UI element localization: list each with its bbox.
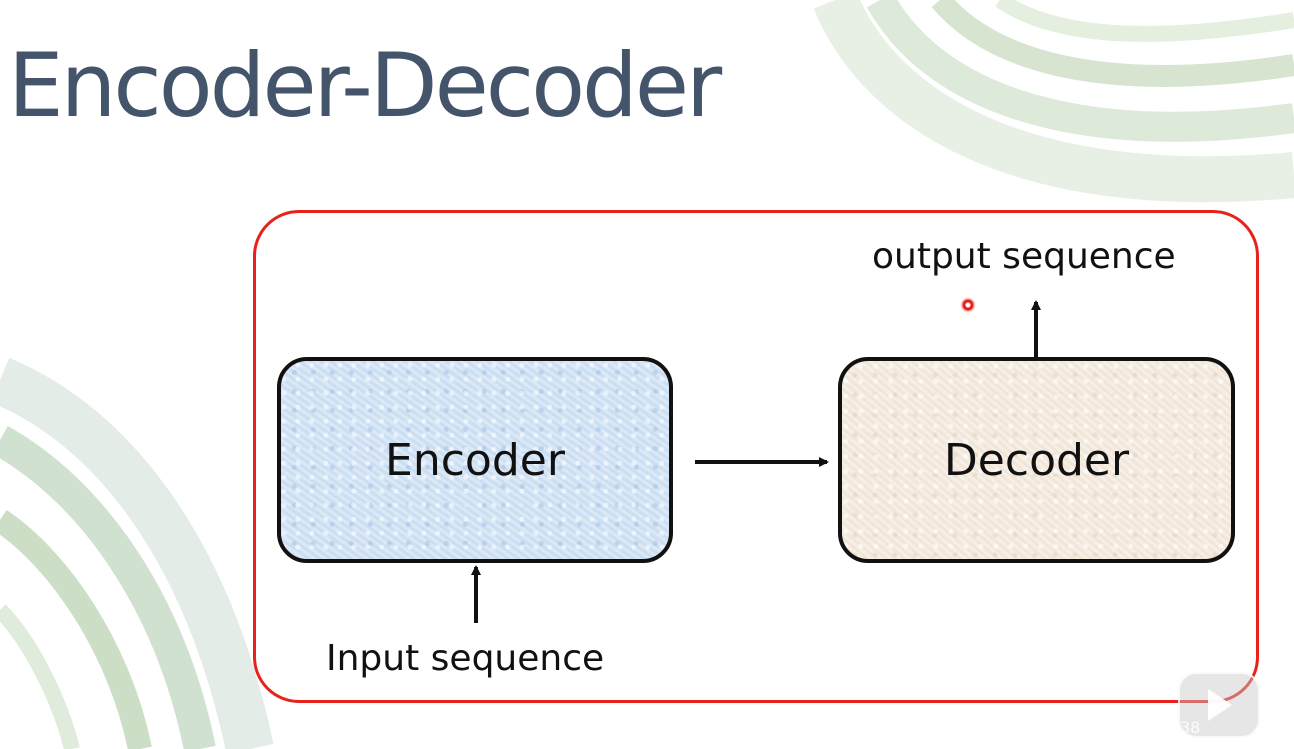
decoder-label: Decoder [943,434,1130,486]
input-sequence-label: Input sequence [326,638,605,679]
top-right-swoosh [813,0,1294,203]
output-sequence-label: output sequence [872,236,1176,277]
video-watermark: 38 [1178,662,1260,740]
play-icon [1208,689,1232,721]
bottom-left-swoosh [0,357,274,749]
slide-page-number: 38 [1180,718,1201,737]
laser-pointer-dot [960,297,976,313]
decoder-block: Decoder [838,357,1235,563]
encoder-block: Encoder [277,357,673,563]
slide-title: Encoder-Decoder [8,34,722,137]
encoder-label: Encoder [385,434,565,486]
diagram-frame [253,210,1259,703]
